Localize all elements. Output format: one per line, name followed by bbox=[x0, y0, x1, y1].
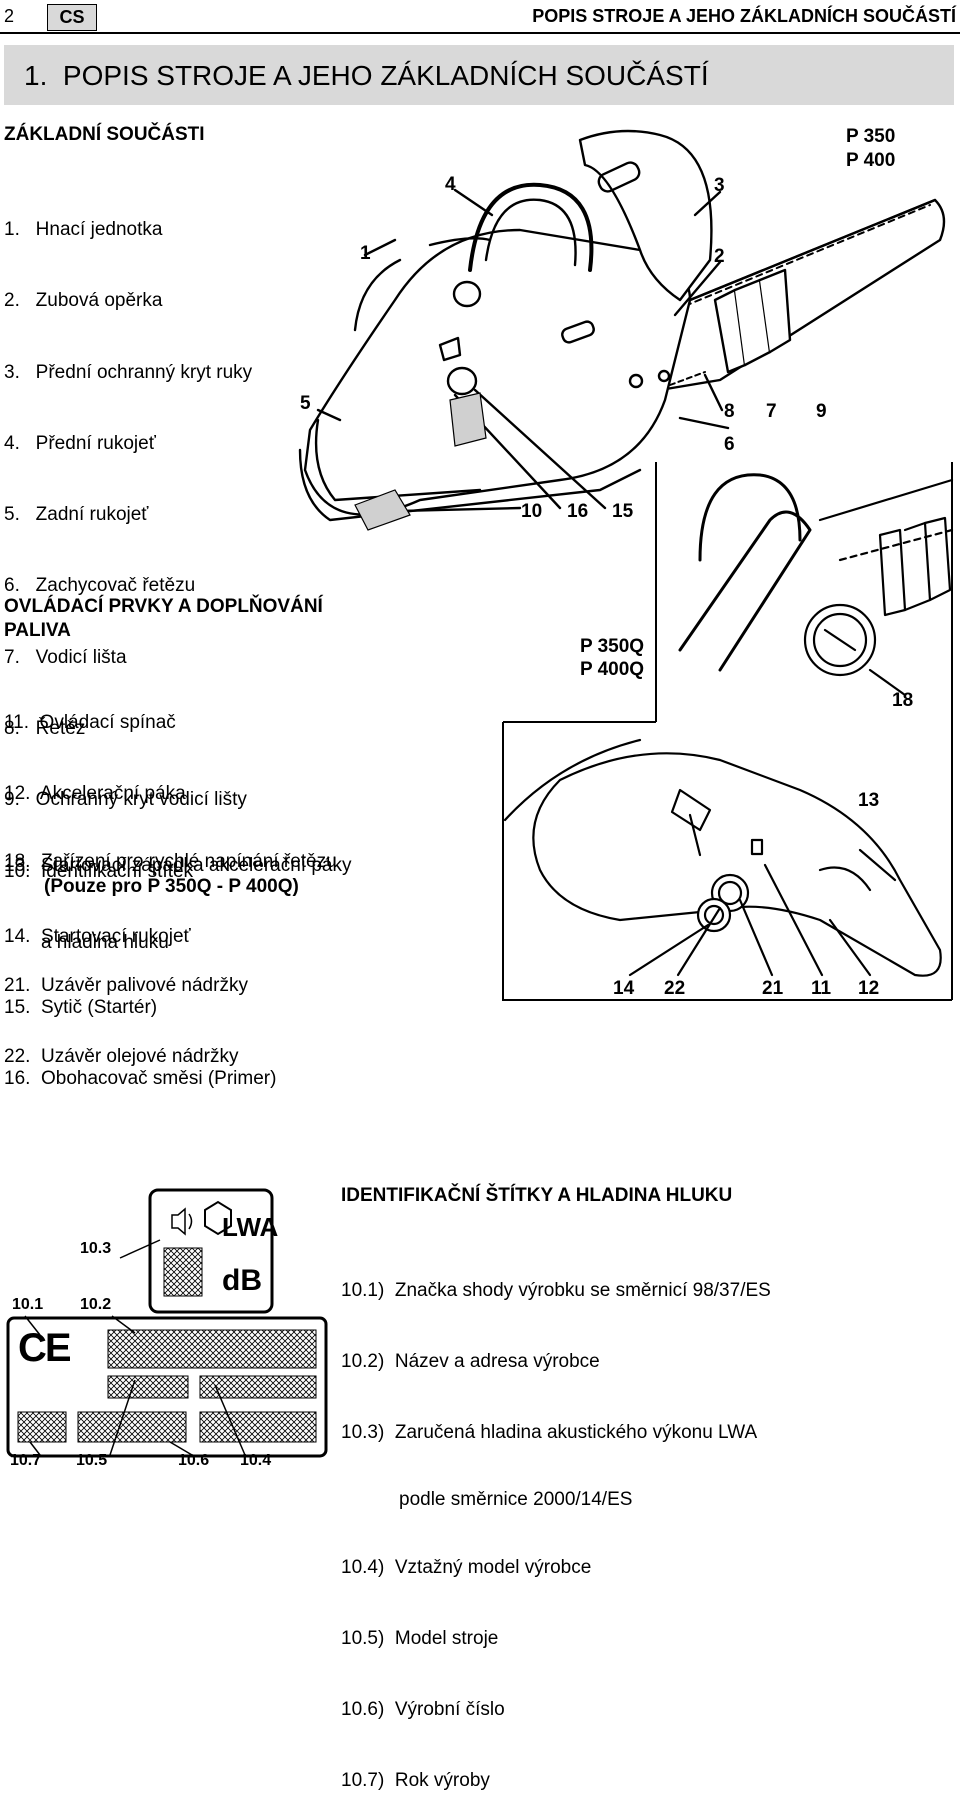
callout-number: 10.6 bbox=[178, 1452, 210, 1469]
callout-number: 9 bbox=[816, 401, 827, 422]
list-item: 1. Hnací jednotka bbox=[4, 219, 163, 240]
list-item: 4. Přední rukojeť bbox=[4, 432, 156, 454]
list-item: 15. Sytič (Startér) bbox=[4, 997, 158, 1019]
list-item: podle směrnice 2000/14/ES bbox=[399, 1489, 633, 1510]
list-item: 12. Akcelerační páka bbox=[4, 783, 186, 805]
ce-mark: CE bbox=[18, 1326, 72, 1370]
callout-number: 8 bbox=[724, 401, 735, 422]
callout-number: 10 bbox=[521, 501, 543, 522]
list-item: 6. Zachycovač řetězu bbox=[4, 575, 196, 597]
callout-number: 6 bbox=[724, 434, 735, 455]
callout-number: 15 bbox=[612, 501, 634, 522]
list-item: 9. Ochranný kryt vodicí lišty bbox=[4, 789, 247, 811]
callout-number: 14 bbox=[613, 978, 635, 999]
hexagon-icon bbox=[204, 1200, 232, 1236]
list-item: 22. Uzávěr olejové nádržky bbox=[4, 1046, 239, 1068]
callout-number: 10.4 bbox=[240, 1452, 272, 1469]
callout-number: 11 bbox=[811, 978, 832, 999]
callout-number: 10.7 bbox=[10, 1452, 42, 1469]
speaker-icon bbox=[171, 1207, 186, 1236]
controls-list: 11. Ovládací spínač 12. Akcelerační páka… bbox=[4, 665, 351, 1115]
item-18-line1: 18. Zařízení pro rychlé napínání řetězu bbox=[4, 851, 337, 872]
list-item: 10.1) Značka shody výrobku se směrnicí 9… bbox=[341, 1280, 771, 1301]
list-item: 3. Přední ochranný kryt ruky bbox=[4, 361, 253, 383]
chainsaw-drawing-top bbox=[298, 129, 946, 531]
list-item: 10.2) Název a adresa výrobce bbox=[341, 1351, 600, 1372]
callout-number: 12 bbox=[858, 978, 880, 999]
model-label: P 400 bbox=[846, 150, 896, 171]
model-label: P 350Q bbox=[580, 636, 645, 657]
list-item: 10.5) Model stroje bbox=[341, 1628, 499, 1649]
header-divider bbox=[0, 32, 960, 34]
model-label: P 400Q bbox=[580, 659, 645, 680]
page-number: 2 bbox=[4, 6, 15, 26]
callout-number: 13 bbox=[858, 790, 880, 811]
list-item: 10.7) Rok výroby bbox=[341, 1770, 490, 1791]
chainsaw-drawing-detail bbox=[502, 462, 954, 1001]
callout-number: 4 bbox=[445, 174, 456, 195]
callout-number: 10.1 bbox=[12, 1296, 44, 1313]
list-item: 10.3) Zaručená hladina akustického výkon… bbox=[341, 1422, 758, 1443]
lwa-text: LWA bbox=[222, 1212, 279, 1242]
list-item: 8. Řetěz bbox=[4, 718, 86, 740]
chapter-banner bbox=[4, 45, 954, 105]
callout-number: 5 bbox=[300, 393, 311, 414]
callout-number: 10.2 bbox=[80, 1296, 112, 1313]
list-item: 10.4) Vztažný model výrobce bbox=[341, 1557, 592, 1578]
identification-label-drawing bbox=[6, 1188, 328, 1458]
running-header: POPIS STROJE A JEHO ZÁKLADNÍCH SOUČÁSTÍ bbox=[532, 6, 956, 26]
callout-number: 2 bbox=[714, 246, 725, 267]
basic-parts-heading: ZÁKLADNÍ SOUČÁSTI bbox=[4, 124, 205, 145]
basic-parts-list: 1. Hnací jednotka 2. Zubová opěrka 3. Př… bbox=[4, 172, 252, 978]
chapter-title: 1. POPIS STROJE A JEHO ZÁKLADNÍCH SOUČÁS… bbox=[24, 60, 709, 91]
callout-number: 10.5 bbox=[76, 1452, 108, 1469]
list-item: 10.6) Výrobní číslo bbox=[341, 1699, 505, 1720]
caps-list: 21. Uzávěr palivové nádržky 22. Uzávěr o… bbox=[4, 928, 248, 1093]
controls-heading-line2: PALIVA bbox=[4, 620, 71, 641]
callout-number: 10.3 bbox=[80, 1240, 112, 1257]
db-text: dB bbox=[222, 1264, 262, 1297]
list-item: 21. Uzávěr palivové nádržky bbox=[4, 975, 248, 996]
list-item: 5. Zadní rukojeť bbox=[4, 504, 149, 526]
ident-list: 10.1) Značka shody výrobku se směrnicí 9… bbox=[341, 1233, 771, 1816]
list-item: 13. Startovací západka akcelerační páky bbox=[4, 854, 352, 876]
callout-number: 16 bbox=[567, 501, 589, 522]
controls-heading-line1: OVLÁDACÍ PRVKY A DOPLŇOVÁNÍ bbox=[4, 596, 323, 617]
callout-number: 18 bbox=[892, 690, 914, 711]
list-item: 2. Zubová opěrka bbox=[4, 290, 163, 312]
list-item: 11. Ovládací spínač bbox=[4, 712, 176, 733]
list-item: 7. Vodicí lišta bbox=[4, 646, 127, 668]
item-18-line2: (Pouze pro P 350Q - P 400Q) bbox=[44, 876, 299, 897]
list-item: 10. Identifikační štítek bbox=[4, 860, 194, 882]
callout-number: 22 bbox=[664, 978, 686, 999]
callout-number: 21 bbox=[762, 978, 784, 999]
language-badge: CS bbox=[47, 4, 97, 31]
model-label: P 350 bbox=[846, 126, 896, 147]
callout-number: 3 bbox=[714, 175, 725, 196]
list-item: 16. Obohacovač směsi (Primer) bbox=[4, 1068, 277, 1090]
ident-heading: IDENTIFIKAČNÍ ŠTÍTKY A HLADINA HLUKU bbox=[341, 1185, 733, 1206]
list-item: a hladina hluku bbox=[4, 931, 169, 953]
callout-number: 7 bbox=[766, 401, 777, 422]
list-item: 14. Startovací rukojeť bbox=[4, 925, 191, 947]
callout-number: 1 bbox=[360, 243, 371, 264]
